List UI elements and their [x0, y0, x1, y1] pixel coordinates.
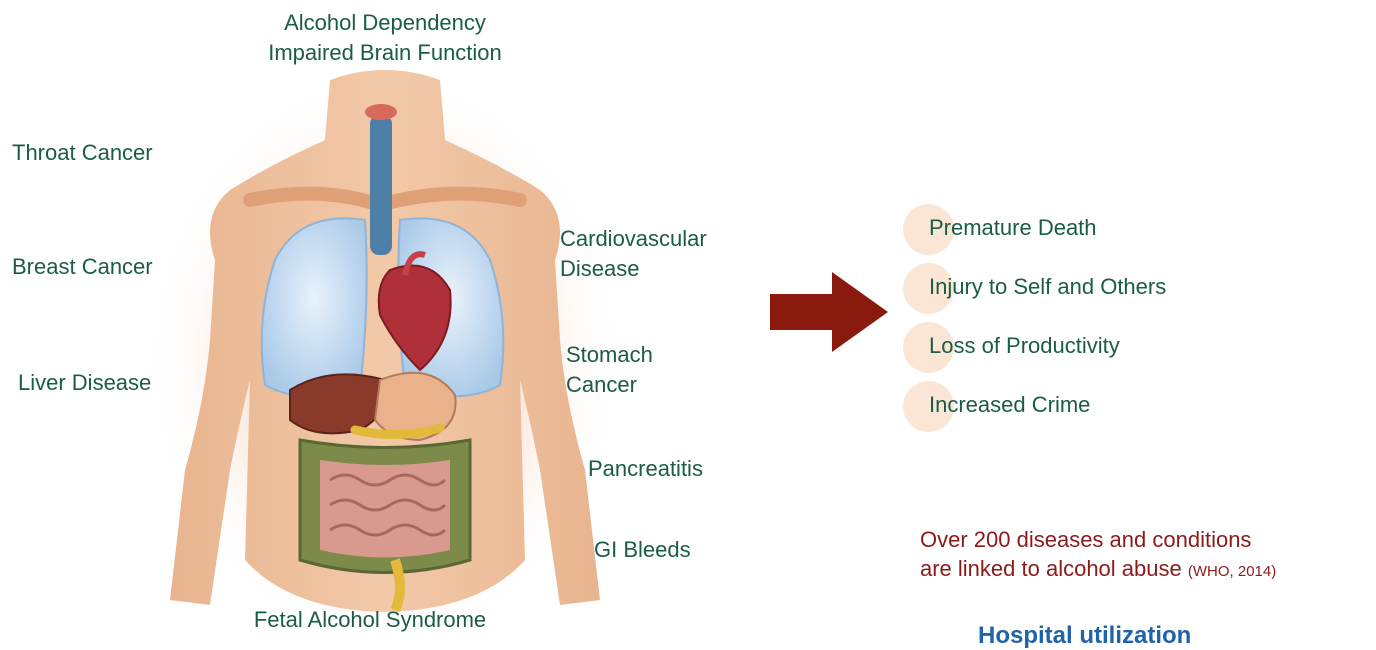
note-line2-wrap: are linked to alcohol abuse (WHO, 2014) — [920, 554, 1276, 586]
label-cardiovascular-disease: Cardiovascular Disease — [560, 224, 707, 284]
trachea — [370, 115, 392, 255]
label-stomach-line2: Cancer — [566, 370, 653, 400]
outcome-injury: Injury to Self and Others — [929, 272, 1166, 302]
label-fetal-alcohol-syndrome: Fetal Alcohol Syndrome — [200, 605, 540, 635]
label-cardiovascular-line2: Disease — [560, 254, 707, 284]
note-citation: (WHO, 2014) — [1188, 563, 1276, 580]
label-cardiovascular-line1: Cardiovascular — [560, 224, 707, 254]
rectum — [395, 560, 400, 610]
label-gi-bleeds: GI Bleeds — [594, 535, 691, 565]
label-alcohol-dependency: Alcohol Dependency Impaired Brain Functi… — [240, 8, 530, 68]
right-arrow-icon — [770, 272, 890, 352]
label-pancreatitis: Pancreatitis — [588, 454, 703, 484]
section-heading: Hospital utilization — [978, 622, 1191, 650]
note-line2: are linked to alcohol abuse — [920, 556, 1182, 581]
note-line1: Over 200 diseases and conditions — [920, 525, 1276, 554]
mouth — [365, 104, 397, 120]
label-brain-function: Impaired Brain Function — [240, 38, 530, 68]
label-stomach-line1: Stomach — [566, 340, 653, 370]
outcome-loss-productivity: Loss of Productivity — [929, 331, 1120, 361]
outcome-premature-death: Premature Death — [929, 213, 1097, 243]
label-alcohol-dependency-line1: Alcohol Dependency — [240, 8, 530, 38]
diseases-note: Over 200 diseases and conditions are lin… — [920, 525, 1276, 586]
outcome-increased-crime: Increased Crime — [929, 390, 1090, 420]
label-breast-cancer: Breast Cancer — [12, 252, 153, 282]
label-liver-disease: Liver Disease — [18, 368, 151, 398]
label-throat-cancer: Throat Cancer — [12, 138, 153, 168]
label-stomach-cancer: Stomach Cancer — [566, 340, 653, 400]
